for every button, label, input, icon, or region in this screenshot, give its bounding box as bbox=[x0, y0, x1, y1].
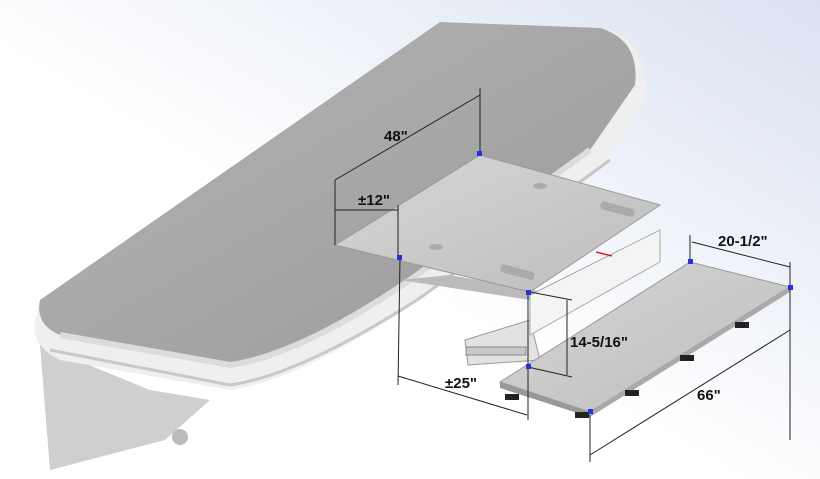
dimension-travel-label: ±25" bbox=[445, 375, 477, 392]
dimension-height-label: 14-5/16" bbox=[570, 334, 628, 351]
dimension-step-length-label: 66" bbox=[697, 387, 721, 404]
step-plate bbox=[498, 261, 792, 418]
arrow-icon bbox=[595, 251, 613, 257]
dimension-step-width-label: 20-1/2" bbox=[718, 233, 768, 250]
dimension-slide-offset-label: ±12" bbox=[358, 192, 390, 209]
dimension-lines bbox=[334, 88, 793, 462]
dimension-width-label: 48" bbox=[384, 128, 408, 145]
boat-roof bbox=[34, 22, 646, 470]
